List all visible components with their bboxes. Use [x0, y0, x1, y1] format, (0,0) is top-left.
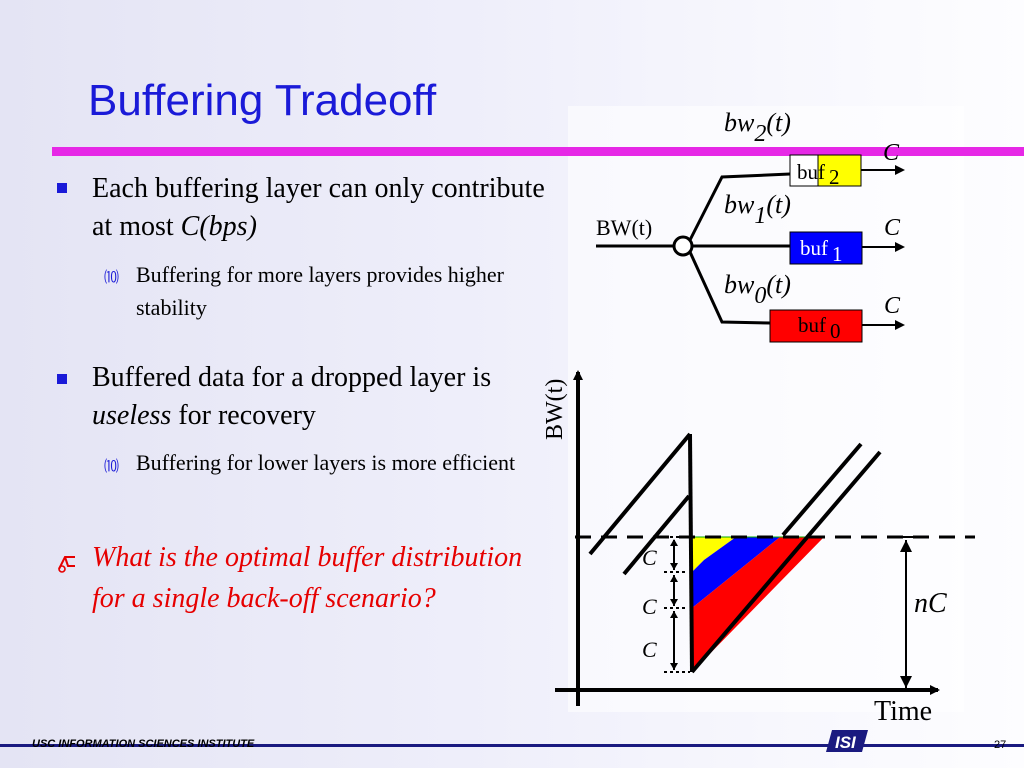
c-label-bottom: C	[642, 637, 657, 662]
bullet-square-icon	[57, 374, 67, 384]
c-label-top: C	[642, 545, 657, 570]
page-number: 27	[994, 739, 1007, 751]
bw2-label: bw2(t)	[724, 108, 791, 147]
rate-label-0: C	[884, 293, 901, 319]
bullet-2-emphasis: useless	[92, 400, 172, 431]
sawtooth-rise-4	[781, 442, 863, 537]
rate-label-2: C	[883, 140, 900, 166]
nc-label: nC	[914, 588, 947, 619]
diagram-panel	[568, 106, 964, 712]
question-pointer-icon	[58, 556, 75, 573]
splitter-node	[672, 235, 694, 257]
bullet-2: Buffered data for a dropped layer is use…	[92, 359, 562, 435]
isi-logo: ISI	[826, 730, 868, 752]
sub-bullet-icon: ⑽	[104, 459, 120, 475]
sawtooth-rise-3	[690, 450, 882, 674]
question-text: What is the optimal buffer distribution …	[92, 542, 523, 614]
c-dimension-ticks	[664, 536, 690, 673]
bullet-1-sub: Buffering for more layers provides highe…	[136, 262, 504, 320]
slide-title: Buffering Tradeoff	[88, 76, 437, 125]
c-label-middle: C	[642, 594, 657, 619]
branch-0-line	[688, 251, 771, 325]
bw1-label: bw1(t)	[724, 190, 791, 229]
rate-label-1: C	[884, 215, 901, 241]
sawtooth-drop	[688, 433, 694, 673]
graph-y-label: BW(t)	[542, 379, 568, 440]
nc-arrow-up	[900, 540, 912, 552]
bullet-2-sub: Buffering for lower layers is more effic…	[136, 450, 516, 475]
bullet-2-text: Buffered data for a dropped layer is	[92, 362, 492, 393]
input-bw-label: BW(t)	[596, 215, 652, 240]
branch-2-line	[688, 172, 791, 241]
layer-2-area	[692, 537, 736, 572]
sawtooth-rise-2	[622, 494, 691, 576]
sawtooth-rise-1	[588, 432, 692, 556]
bullet-1-text: Each buffering layer can only contribute…	[92, 173, 545, 242]
nc-arrow-down	[900, 676, 912, 688]
svg-text:ISI: ISI	[835, 733, 857, 752]
bullet-square-icon	[57, 183, 67, 193]
c-dimension-arrowheads	[670, 539, 678, 670]
layer-0-area	[692, 537, 824, 672]
bullet-1-emphasis: C(bps)	[180, 211, 257, 242]
bullet-list: Each buffering layer can only contribute…	[0, 0, 560, 700]
footer-rule	[0, 744, 1024, 747]
sub-bullet-icon: ⑽	[104, 270, 120, 286]
footer-org-name: USC INFORMATION SCIENCES INSTITUTE	[32, 738, 255, 750]
bw0-label: bw0(t)	[724, 270, 791, 309]
title-underline	[52, 147, 1024, 156]
bullet-1: Each buffering layer can only contribute…	[92, 170, 562, 246]
graph-x-label: Time	[874, 696, 932, 727]
bullet-2-text-after: for recovery	[171, 400, 316, 431]
